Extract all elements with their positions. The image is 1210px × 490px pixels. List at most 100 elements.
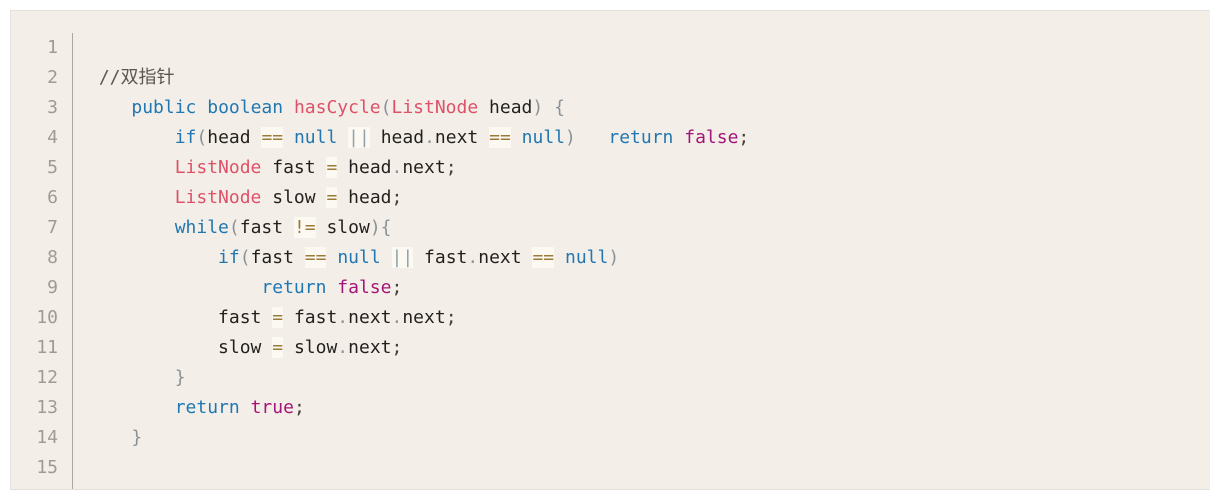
code-line: //双指针 (88, 63, 1210, 93)
token-kw: return (608, 127, 674, 148)
whitespace (88, 247, 218, 268)
whitespace (673, 127, 684, 148)
line-number: 8 (47, 247, 58, 268)
token-var: next (478, 247, 522, 268)
whitespace (283, 337, 294, 358)
token-pun: ( (196, 127, 208, 148)
token-pun: ) (532, 97, 544, 118)
whitespace (88, 397, 175, 418)
whitespace (88, 97, 131, 118)
whitespace (261, 337, 272, 358)
whitespace (337, 187, 348, 208)
whitespace (576, 127, 609, 148)
token-var: head (489, 97, 533, 118)
token-var: slow (272, 187, 316, 208)
token-var: fast (424, 247, 468, 268)
token-dot: . (391, 157, 403, 178)
whitespace (381, 247, 392, 268)
token-pun: { (554, 97, 565, 118)
whitespace (316, 187, 327, 208)
line-number: 2 (47, 67, 58, 88)
whitespace (413, 247, 424, 268)
code-line: public boolean hasCycle(ListNode head) { (88, 93, 1210, 123)
token-var: head (380, 127, 425, 148)
code-line: } (88, 363, 1210, 393)
whitespace (88, 337, 218, 358)
line-number: 12 (36, 367, 58, 388)
token-pun: ) (608, 247, 620, 268)
token-kw: return (261, 277, 327, 298)
whitespace (316, 157, 327, 178)
token-op: = (272, 337, 284, 358)
line-number: 10 (36, 307, 58, 328)
whitespace (88, 187, 175, 208)
whitespace (326, 247, 337, 268)
token-op: = (326, 187, 338, 208)
token-kw: public (131, 97, 197, 118)
code-line (88, 453, 1210, 483)
token-pun: ) (565, 127, 576, 148)
token-sc: ; (391, 277, 403, 298)
token-fn: hasCycle (293, 97, 381, 118)
whitespace (554, 247, 565, 268)
whitespace (543, 97, 554, 118)
whitespace (370, 127, 381, 148)
whitespace (283, 127, 294, 148)
whitespace (88, 157, 175, 178)
line-number: 5 (47, 157, 58, 178)
token-dot: . (391, 307, 403, 328)
whitespace (337, 127, 348, 148)
token-lit: false (337, 277, 392, 298)
line-number: 4 (47, 127, 58, 148)
token-sc: ; (445, 307, 457, 328)
token-var: fast (218, 307, 262, 328)
token-lit: false (684, 127, 739, 148)
code-area[interactable]: //双指针 public boolean hasCycle(ListNode h… (73, 33, 1210, 489)
line-number: 1 (47, 37, 58, 58)
line-number: 7 (47, 217, 58, 238)
token-var: fast (293, 307, 338, 328)
token-sc: ; (391, 337, 403, 358)
whitespace (88, 217, 175, 238)
token-var: head (348, 157, 392, 178)
token-op: == (532, 247, 555, 268)
whitespace (294, 247, 305, 268)
code-line: slow = slow.next; (88, 333, 1210, 363)
whitespace (88, 367, 175, 388)
token-var: next (348, 337, 392, 358)
token-pipe: || (348, 127, 370, 148)
token-op: == (489, 127, 511, 148)
whitespace (88, 427, 131, 448)
token-var: next (402, 307, 446, 328)
token-var: slow (293, 337, 338, 358)
token-var: head (207, 127, 251, 148)
whitespace (261, 187, 272, 208)
token-kw: null (293, 127, 338, 148)
token-pun: ( (228, 217, 240, 238)
token-lit: true (250, 397, 294, 418)
token-dot: . (424, 127, 435, 148)
whitespace (522, 247, 533, 268)
whitespace (283, 97, 294, 118)
whitespace (88, 127, 175, 148)
token-dot: . (337, 337, 349, 358)
token-var: fast (272, 157, 316, 178)
code-line: return false; (88, 273, 1210, 303)
token-pun: ( (239, 247, 251, 268)
token-pun: } (131, 427, 143, 448)
token-kw: if (174, 127, 197, 148)
whitespace (196, 97, 207, 118)
whitespace (251, 127, 262, 148)
whitespace (240, 397, 251, 418)
code-line: if(fast == null || fast.next == null) (88, 243, 1210, 273)
whitespace (88, 67, 99, 88)
code-line (88, 33, 1210, 63)
token-sc: ; (293, 397, 305, 418)
whitespace (283, 307, 294, 328)
token-kw: null (564, 247, 609, 268)
token-cmt: //双指针 (98, 67, 175, 88)
token-type: ListNode (391, 97, 479, 118)
code-line: return true; (88, 393, 1210, 423)
